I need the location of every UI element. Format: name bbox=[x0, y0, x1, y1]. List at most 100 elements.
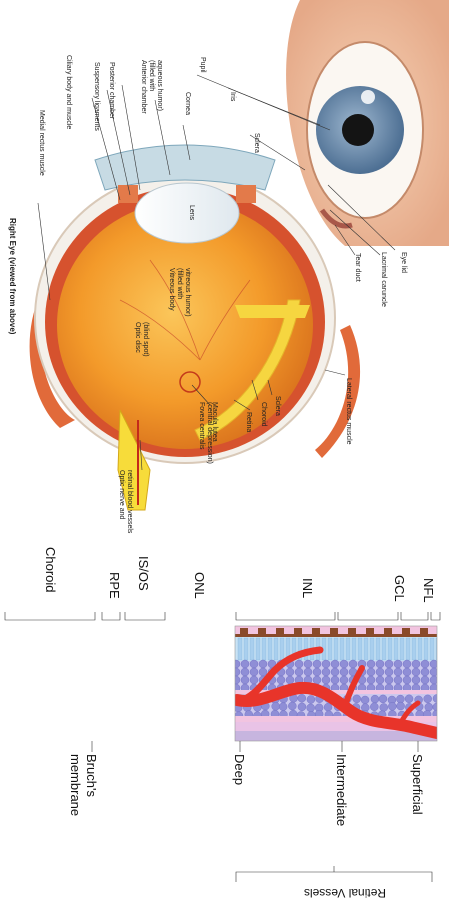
onl-cell bbox=[241, 676, 249, 684]
onl-cell bbox=[259, 660, 267, 668]
label-tear-duct: Tear duct bbox=[354, 253, 361, 282]
nfl-band bbox=[235, 731, 437, 741]
retina-layers-diagram: NFL GCL INL ONL IS/OS RPE Choroid Superf… bbox=[5, 547, 441, 900]
label-anterior-chamber-line3: aqueous humor) bbox=[156, 60, 163, 111]
onl-cell bbox=[340, 676, 348, 684]
label-superficial: Superficial bbox=[410, 754, 425, 815]
bracket-rpe bbox=[102, 612, 120, 620]
label-bruchs-line2: membrane bbox=[68, 754, 83, 816]
photoreceptor-segment bbox=[244, 638, 248, 660]
ciliary-body-right bbox=[236, 185, 256, 203]
label-sclera-top: Sclera bbox=[253, 133, 260, 153]
right-layer-labels: Superficial Intermediate Deep Bruch's me… bbox=[68, 741, 432, 900]
onl-cell bbox=[250, 660, 258, 668]
photoreceptor-segment bbox=[388, 638, 392, 660]
label-bruchs: Bruch's membrane bbox=[68, 754, 99, 816]
label-nfl: NFL bbox=[421, 578, 436, 603]
photoreceptor-segment bbox=[376, 638, 380, 660]
onl-cell bbox=[331, 660, 339, 668]
photoreceptor-segment bbox=[436, 638, 440, 660]
photoreceptor-segment bbox=[262, 638, 266, 660]
onl-cell bbox=[394, 676, 402, 684]
label-pupil: Pupil bbox=[199, 57, 206, 73]
onl-cell bbox=[313, 676, 321, 684]
onl-cell bbox=[421, 660, 429, 668]
label-rpe: RPE bbox=[107, 572, 122, 599]
label-ciliary-body: Ciliary body and muscle bbox=[65, 55, 72, 129]
label-eyelid: Eye lid bbox=[400, 252, 407, 273]
rpe-pigment bbox=[348, 628, 356, 634]
bracket-gcl bbox=[401, 612, 428, 620]
label-isos: IS/OS bbox=[136, 556, 151, 591]
inl-cell bbox=[298, 703, 306, 711]
rpe-pigment bbox=[402, 628, 410, 634]
onl-cell bbox=[349, 660, 357, 668]
rpe-pigment bbox=[258, 628, 266, 634]
photoreceptor-segment bbox=[370, 638, 374, 660]
inl-cell bbox=[279, 703, 287, 711]
onl-cell bbox=[340, 668, 348, 676]
label-anterior-chamber-line1: Anterior chamber bbox=[140, 60, 147, 114]
bracket-isos bbox=[125, 612, 165, 620]
photoreceptor-segment bbox=[400, 638, 404, 660]
retina-strip bbox=[232, 623, 441, 741]
photoreceptor-segment bbox=[412, 638, 416, 660]
onl-cell bbox=[367, 676, 375, 684]
label-medial-rectus: Medial rectus muscle bbox=[38, 110, 45, 176]
photoreceptor-segment bbox=[346, 638, 350, 660]
onl-cell bbox=[304, 668, 312, 676]
onl-cell bbox=[421, 676, 429, 684]
onl-cell bbox=[232, 676, 240, 684]
eye-highlight bbox=[361, 90, 375, 104]
label-lacrimal-caruncle: Lacrimal caruncle bbox=[380, 252, 387, 307]
photoreceptor-segment bbox=[358, 638, 362, 660]
onl-cell bbox=[367, 660, 375, 668]
onl-cell bbox=[394, 668, 402, 676]
bracket-nfl bbox=[431, 612, 440, 620]
onl-cell bbox=[412, 668, 420, 676]
inl-cell bbox=[272, 702, 280, 710]
label-retina: Retina bbox=[245, 412, 252, 432]
inl-cell bbox=[353, 695, 361, 703]
photoreceptor-segment bbox=[268, 638, 272, 660]
photoreceptor-segment bbox=[256, 638, 260, 660]
onl-cell bbox=[286, 668, 294, 676]
label-bruchs-line1: Bruch's bbox=[84, 754, 99, 797]
label-choroid: Choroid bbox=[260, 402, 267, 427]
label-iris: Iris bbox=[229, 92, 236, 102]
label-anterior-chamber-line2: (filled with bbox=[148, 60, 155, 91]
photoreceptor-segment bbox=[280, 638, 284, 660]
inl-cell bbox=[388, 702, 396, 710]
rpe-pigment bbox=[294, 628, 302, 634]
retina-band bbox=[235, 305, 310, 318]
inl-cell bbox=[424, 695, 432, 703]
photoreceptor-segment bbox=[406, 638, 410, 660]
onl-cell bbox=[331, 668, 339, 676]
photoreceptor-segment bbox=[274, 638, 278, 660]
onl-cell bbox=[403, 660, 411, 668]
onl-cell bbox=[331, 676, 339, 684]
onl-cell bbox=[376, 676, 384, 684]
photoreceptor-segment bbox=[250, 638, 254, 660]
label-lateral-rectus: Lateral rectus muscle bbox=[345, 378, 352, 445]
onl-cell bbox=[286, 676, 294, 684]
inl-cell bbox=[307, 704, 315, 712]
inl-cell bbox=[361, 696, 369, 704]
inl-cell bbox=[397, 702, 405, 710]
lens-shape bbox=[135, 183, 239, 243]
photoreceptor-segment bbox=[340, 638, 344, 660]
inl-cell bbox=[379, 695, 387, 703]
label-onl: ONL bbox=[192, 572, 207, 599]
label-optic-nerve: Optic nerve and retinal blood vessels bbox=[118, 470, 133, 534]
inl-cell bbox=[288, 702, 296, 710]
bracket-retinal-vessels bbox=[236, 872, 432, 882]
label-sclera: Sclera bbox=[274, 396, 281, 416]
inl-cell bbox=[405, 695, 413, 703]
onl-cell bbox=[250, 668, 258, 676]
label-posterior-chamber: Posterior chamber bbox=[108, 62, 115, 120]
onl-cell bbox=[412, 676, 420, 684]
photoreceptor-segment bbox=[430, 638, 434, 660]
photoreceptor-segment bbox=[328, 638, 332, 660]
rpe-pigment bbox=[276, 628, 284, 634]
